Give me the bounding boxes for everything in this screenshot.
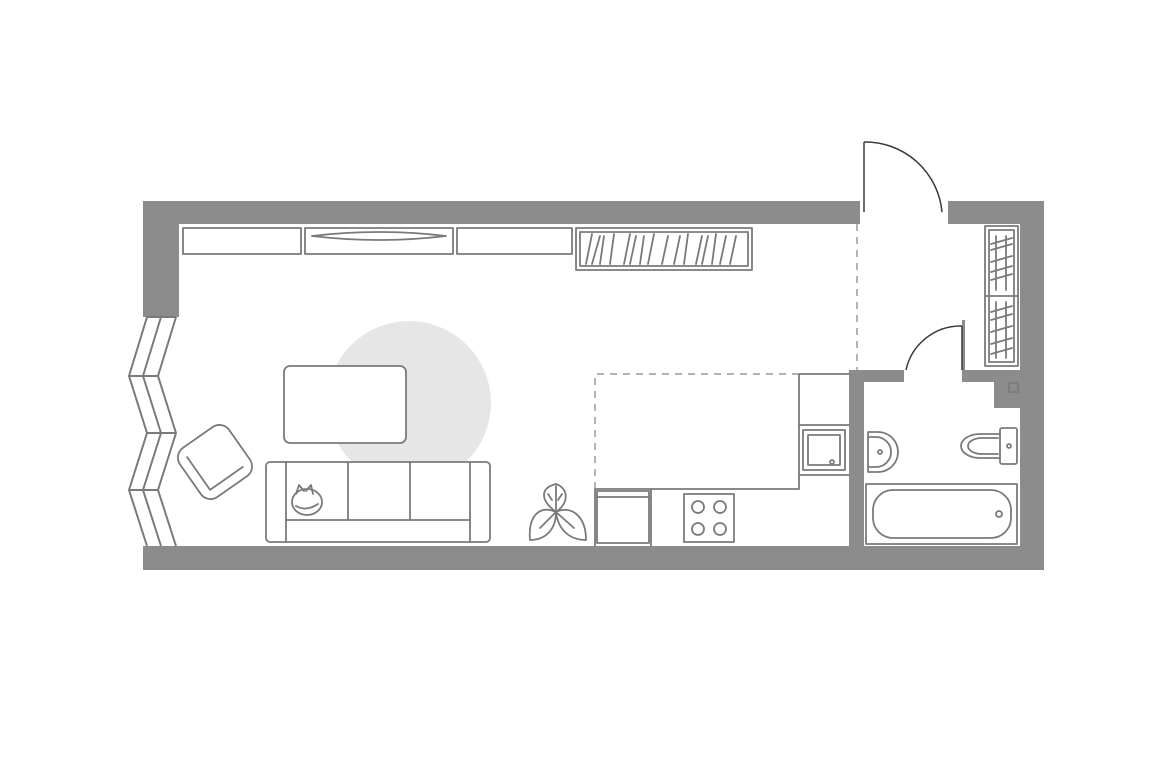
cat <box>291 484 323 516</box>
wardrobe-partition <box>962 320 965 382</box>
bay-window <box>127 316 178 547</box>
wall-cabinet <box>182 227 302 255</box>
toilet <box>960 427 1018 465</box>
right-wall <box>1020 201 1044 570</box>
kitchen-counter <box>594 373 850 547</box>
round-rug <box>327 321 491 485</box>
bathroom-door[interactable] <box>905 325 963 371</box>
dishwasher <box>596 490 650 544</box>
bottom-wall <box>143 546 1044 570</box>
kitchen-sink <box>802 429 846 471</box>
plant <box>528 483 587 541</box>
bathroom-wall-top-left <box>849 370 904 382</box>
top-wall <box>143 201 860 224</box>
kitchen-zone <box>594 373 799 489</box>
wall-pilaster <box>994 370 1020 408</box>
armchair <box>177 424 253 500</box>
left-wall <box>143 201 179 317</box>
washbasin <box>867 431 899 473</box>
bathroom-partition <box>849 370 864 570</box>
wardrobe <box>984 225 1019 367</box>
entrance-door[interactable] <box>863 141 943 213</box>
cooktop <box>683 493 735 543</box>
walls <box>143 201 1044 570</box>
bathtub <box>865 483 1018 545</box>
coffee-table <box>283 365 407 444</box>
wall-cabinet <box>456 227 573 255</box>
sofa <box>265 461 491 543</box>
riser-box <box>1008 382 1019 393</box>
bookshelf <box>575 227 753 271</box>
zone-lines <box>594 224 858 489</box>
wall-shelf <box>304 227 454 255</box>
